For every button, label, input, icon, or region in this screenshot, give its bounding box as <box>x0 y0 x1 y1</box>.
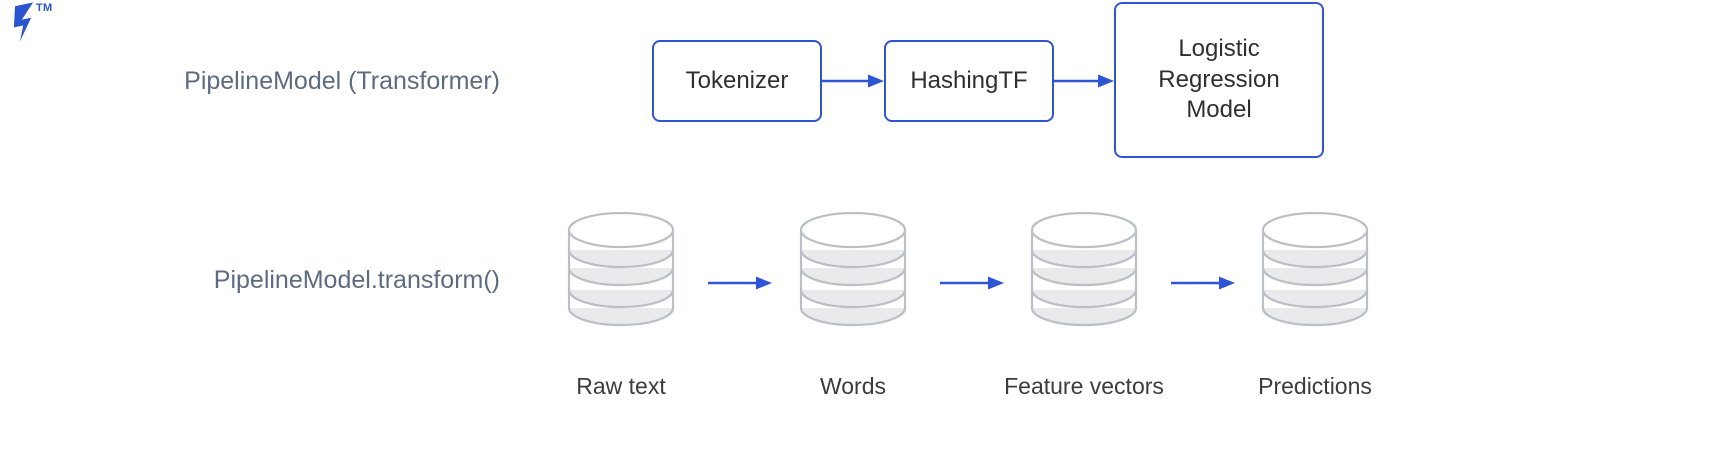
dataset-caption-predictions: Predictions <box>1258 373 1372 399</box>
dataset-rawtext[interactable] <box>566 212 676 340</box>
lrmodel-line-3: Model <box>1186 96 1252 124</box>
arrow-right-icon <box>1054 74 1114 88</box>
arrow-words-to-features <box>940 275 1006 291</box>
trademark-symbol: TM <box>36 2 53 14</box>
lrmodel-line-2: Regression <box>1158 65 1280 93</box>
arrow-right-icon <box>822 74 884 88</box>
arrow-right-icon <box>1171 276 1235 290</box>
stage-box-logistic-regression-model-label: Logistic Regression Model <box>1158 34 1279 126</box>
dataset-feature-vectors[interactable] <box>1029 212 1139 340</box>
dataset-caption-feature-vectors: Feature vectors <box>1004 373 1164 399</box>
database-cylinder-icon <box>567 212 675 327</box>
lrmodel-line-1: Logistic <box>1178 34 1260 62</box>
arrow-right-icon <box>708 276 772 290</box>
arrow-right-icon <box>940 276 1004 290</box>
stage-box-tokenizer-label: Tokenizer <box>685 66 789 94</box>
database-cylinder-icon <box>1030 212 1138 327</box>
stage-box-hashingtf[interactable]: HashingTF <box>884 40 1054 122</box>
stage-box-logistic-regression-model[interactable]: Logistic Regression Model <box>1114 2 1324 158</box>
stage-box-hashingtf-label: HashingTF <box>910 66 1028 94</box>
database-cylinder-icon <box>799 212 907 327</box>
row-label-pipelinemodel-transform-call: PipelineModel.transform() <box>213 266 500 294</box>
toptal-chevron-logo-icon <box>13 2 34 42</box>
arrow-features-to-predictions <box>1171 275 1237 291</box>
arrow-rawtext-to-words <box>708 275 774 291</box>
dataset-caption-words: Words <box>819 373 887 399</box>
arrow-hashingtf-to-lrmodel <box>1054 73 1116 89</box>
row-label-pipelinemodel-transformer: PipelineModel (Transformer) <box>184 67 500 95</box>
dataset-caption-rawtext: Raw text <box>576 373 666 399</box>
dataset-predictions[interactable] <box>1260 212 1370 340</box>
dataset-words[interactable] <box>798 212 908 340</box>
stage-box-tokenizer[interactable]: Tokenizer <box>652 40 822 122</box>
database-cylinder-icon <box>1261 212 1369 327</box>
brand-logo[interactable]: TM <box>6 2 66 46</box>
arrow-tokenizer-to-hashingtf <box>822 73 886 89</box>
